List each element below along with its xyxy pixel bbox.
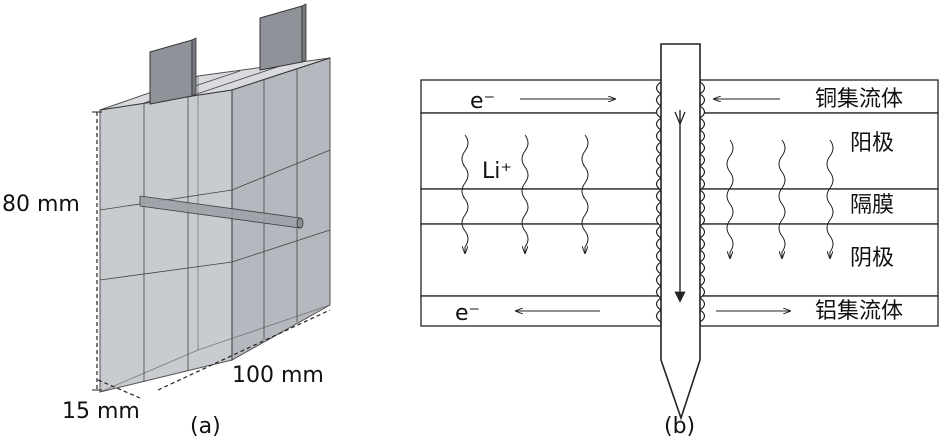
separator-right xyxy=(699,188,939,225)
width-dimension-label: 100 mm xyxy=(232,363,324,388)
cell-front-face xyxy=(99,89,233,393)
panel-b-caption: (b) xyxy=(664,414,695,439)
lithium-ion-flow-left xyxy=(461,134,589,253)
li-wave-arrow xyxy=(581,134,589,253)
side-band-1 xyxy=(231,149,331,191)
top-divider-2 xyxy=(187,63,287,98)
panel-b-schematic: e⁻ e⁻ Li⁺ 铜集流体 阳极 隔膜 阴极 铝集流体 (b) xyxy=(420,43,939,439)
lithium-ion-flow-right xyxy=(726,139,834,258)
panel-a-caption: (a) xyxy=(190,414,221,439)
anode-left xyxy=(420,112,662,190)
separator-left xyxy=(420,188,662,225)
cathode-left xyxy=(420,223,662,297)
copper-collector-right xyxy=(699,79,939,114)
li-wave-arrow xyxy=(778,139,786,258)
li-wave-arrow xyxy=(521,134,529,253)
panel-a-cell-model: 80 mm 100 mm 15 mm (a) xyxy=(2,3,331,439)
electron-label-bottom: e⁻ xyxy=(455,301,480,326)
li-wave-arrow xyxy=(726,139,734,258)
nail-top-arrow xyxy=(674,111,686,126)
height-dimension-label: 80 mm xyxy=(2,192,80,217)
electron-label-top: e⁻ xyxy=(470,89,495,114)
tab-left-side xyxy=(191,37,197,97)
front-band-2 xyxy=(99,261,233,281)
cell-back-bottom-edge xyxy=(99,349,199,393)
separator-label: 隔膜 xyxy=(850,193,894,218)
li-wave-arrow xyxy=(826,139,834,258)
copper-collector-left xyxy=(420,79,662,114)
copper-collector-label: 铜集流体 xyxy=(815,87,903,112)
lithium-ion-label: Li⁺ xyxy=(482,159,512,184)
cathode-right xyxy=(699,223,939,297)
anode-label: 阳极 xyxy=(850,131,894,156)
tab-right-side xyxy=(301,3,307,63)
side-band-2 xyxy=(231,229,331,263)
tab-right-front xyxy=(259,5,303,71)
tab-left-front xyxy=(149,39,193,105)
nail-rod-end xyxy=(296,217,304,229)
cathode-label: 阴极 xyxy=(850,246,894,271)
depth-dimension-label: 15 mm xyxy=(62,399,140,424)
anode-right xyxy=(699,112,939,190)
li-wave-arrow xyxy=(461,134,469,253)
depth-dim-line xyxy=(97,379,141,399)
aluminum-collector-label: 铝集流体 xyxy=(815,299,903,324)
width-dim-line xyxy=(157,309,331,391)
cell-side-face xyxy=(231,57,331,361)
